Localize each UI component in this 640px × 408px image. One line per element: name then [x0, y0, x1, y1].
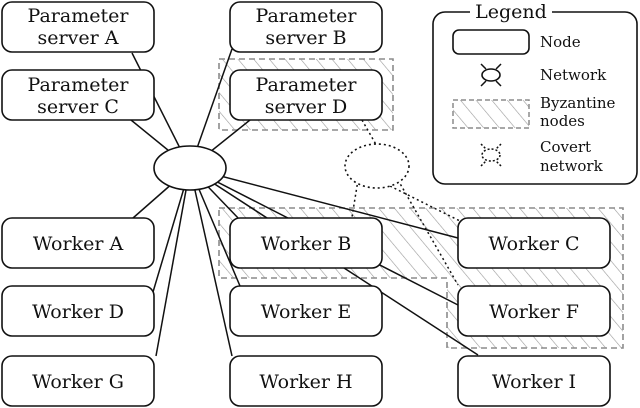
legend-byzantine-line1: Byzantine [540, 94, 615, 112]
node-worker-a: Worker A [1, 217, 155, 269]
legend-byzantine-line2: nodes [540, 112, 585, 130]
node-label: Worker A [33, 233, 124, 255]
edge-worker-c [189, 167, 459, 239]
legend: Legend Node Network Byzantine nodes Cove… [432, 1, 638, 185]
legend-node-label: Node [540, 33, 581, 51]
node-label-line1: Parameter [256, 5, 358, 27]
node-worker-f: Worker F [457, 285, 611, 337]
node-worker-e: Worker E [229, 285, 383, 337]
node-worker-i: Worker I [457, 355, 611, 407]
legend-title: Legend [475, 1, 547, 23]
node-parameter-server-b: Parameter server B [229, 1, 383, 53]
node-label-line2: server A [38, 27, 119, 49]
legend-byzantine-swatch [452, 99, 530, 129]
node-label-line1: Parameter [28, 5, 130, 27]
node-label-line2: server B [265, 27, 346, 49]
central-network [153, 145, 227, 191]
node-label: Worker F [489, 301, 579, 323]
legend-network-label: Network [540, 66, 607, 84]
node-parameter-server-a: Parameter server A [1, 1, 155, 53]
node-label-line1: Parameter [28, 74, 130, 96]
node-worker-d: Worker D [1, 285, 155, 337]
node-parameter-server-d: Parameter server D [229, 69, 383, 121]
node-label-line2: server D [265, 96, 347, 118]
legend-covert-network-icon [480, 143, 502, 167]
node-worker-h: Worker H [229, 355, 383, 407]
node-worker-b: Worker B [229, 217, 383, 269]
node-label: Worker D [32, 301, 124, 323]
edge-worker-h [189, 167, 233, 357]
node-label: Worker I [492, 371, 576, 393]
node-label-line2: server C [37, 96, 119, 118]
node-label: Worker C [488, 233, 579, 255]
legend-covert-line1: Covert [540, 138, 591, 156]
node-parameter-server-c: Parameter server C [1, 69, 155, 121]
node-worker-c: Worker C [457, 217, 611, 269]
legend-covert-line2: network [540, 157, 604, 175]
node-label: Worker B [261, 233, 352, 255]
node-label: Worker E [261, 301, 352, 323]
legend-node-swatch [452, 29, 530, 55]
node-label: Worker H [259, 371, 352, 393]
node-label: Worker G [32, 371, 124, 393]
node-label-line1: Parameter [256, 74, 358, 96]
edge-worker-g [155, 167, 191, 357]
node-worker-g: Worker G [1, 355, 155, 407]
legend-network-icon [480, 63, 502, 87]
covert-network [344, 143, 410, 189]
